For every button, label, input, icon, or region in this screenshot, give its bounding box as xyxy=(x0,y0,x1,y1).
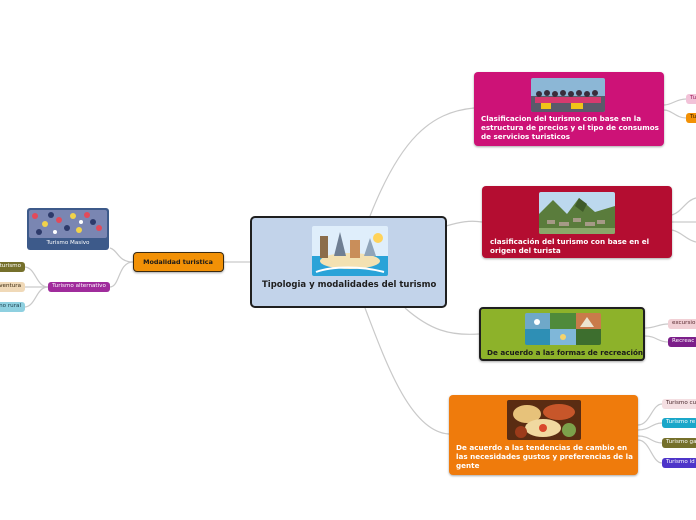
central-title: Tipologia y modalidades del turismo xyxy=(262,280,437,290)
photo-group-tourists-icon xyxy=(531,78,605,112)
branch-precios[interactable]: Clasificacion del turismo con base en la… xyxy=(474,72,664,146)
link-precios-1 xyxy=(663,98,687,106)
link-recre-2 xyxy=(644,335,669,343)
branch-modalidad-label: Modalidad turistica xyxy=(143,258,213,266)
link-alt-1 xyxy=(24,266,49,288)
recreacion-child-recreacion[interactable]: Recreac xyxy=(668,337,696,347)
precios-child-2[interactable]: Tu xyxy=(686,113,696,123)
link-tend-3 xyxy=(637,435,663,444)
branch-recreacion-label: De acuerdo a las formas de recreación xyxy=(487,348,644,357)
link-tend-4 xyxy=(637,439,663,464)
alt-child-aventura[interactable]: ventura xyxy=(0,282,25,292)
link-tend-1 xyxy=(637,403,663,426)
photo-food-icon xyxy=(507,400,581,440)
link-origen-3 xyxy=(671,229,696,243)
precios-child-1[interactable]: Tu xyxy=(686,94,696,104)
tendencias-child-gastronomico[interactable]: Turismo ga xyxy=(662,438,696,448)
photo-machu-picchu-icon xyxy=(539,192,615,234)
link-tend-2 xyxy=(637,422,663,431)
link-alt-3 xyxy=(24,286,49,308)
photo-crowd-icon xyxy=(29,210,107,238)
node-turismo-alternativo[interactable]: Turismo alternativo xyxy=(48,282,110,292)
tendencias-child-idiomatico[interactable]: Turismo id xyxy=(662,458,696,468)
branch-tendencias-label: De acuerdo a las tendencias de cambio en… xyxy=(456,443,633,470)
link-masivo xyxy=(109,247,134,263)
link-origen-1 xyxy=(671,197,696,216)
tendencias-child-rural[interactable]: Turismo re xyxy=(662,418,696,428)
photo-collage-travel-icon xyxy=(312,226,388,276)
branch-origen[interactable]: clasificación del turismo con base en el… xyxy=(482,186,672,258)
alt-child-turismo[interactable]: turismo xyxy=(0,262,25,272)
branch-precios-label: Clasificacion del turismo con base en la… xyxy=(481,114,659,141)
branch-tendencias[interactable]: De acuerdo a las tendencias de cambio en… xyxy=(449,395,638,475)
branch-recreacion[interactable]: De acuerdo a las formas de recreación xyxy=(479,307,645,361)
link-origen xyxy=(445,220,483,227)
branch-origen-label: clasificación del turismo con base en el… xyxy=(490,237,650,255)
link-precios-2 xyxy=(663,109,687,119)
link-alternativo xyxy=(109,261,134,288)
turismo-masivo-label: Turismo Masivo xyxy=(46,240,90,246)
link-precios xyxy=(369,107,475,217)
node-turismo-masivo[interactable]: Turismo Masivo xyxy=(27,208,109,250)
alt-child-rural[interactable]: no rural xyxy=(0,302,25,312)
link-recreacion xyxy=(404,307,480,335)
branch-modalidad[interactable]: Modalidad turistica xyxy=(133,252,224,272)
tendencias-child-cultural[interactable]: Turismo cu xyxy=(662,399,696,409)
photo-recreation-collage-icon xyxy=(525,313,601,345)
central-topic[interactable]: Tipologia y modalidades del turismo xyxy=(250,216,447,308)
recreacion-child-excursion[interactable]: excursio xyxy=(668,319,696,329)
link-tendencias xyxy=(364,307,450,435)
link-recre-1 xyxy=(644,323,669,329)
